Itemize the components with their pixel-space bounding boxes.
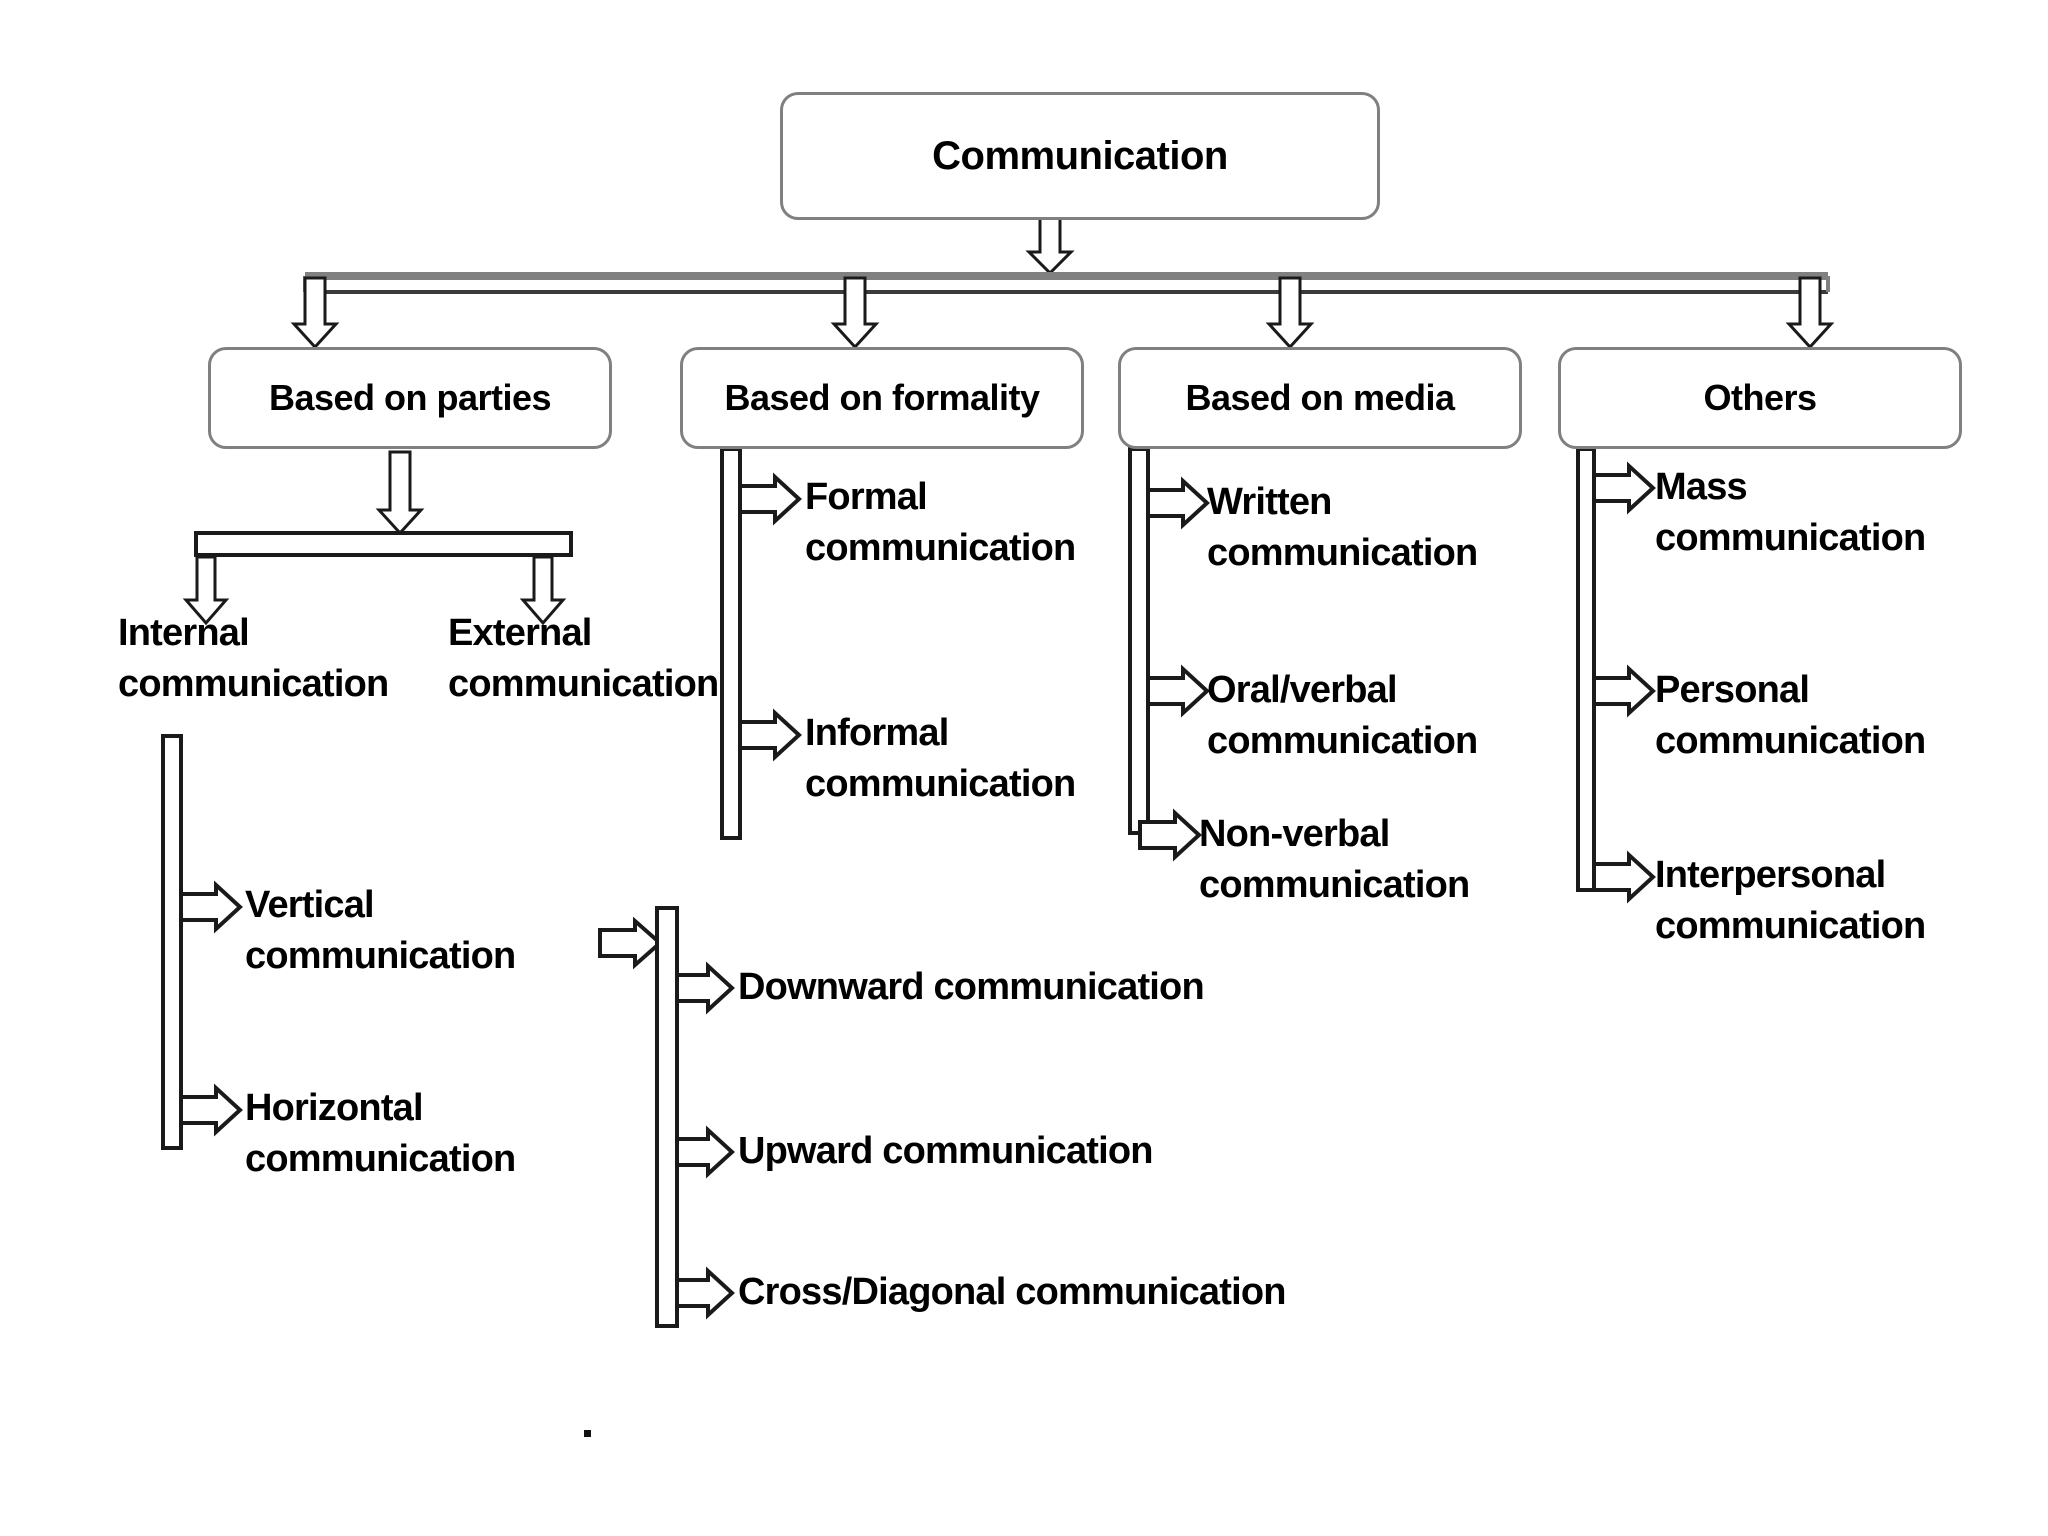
node-based-on-media[interactable]: Based on media — [1118, 347, 1522, 449]
leaf-vertical-communication[interactable]: Vertical communication — [245, 884, 516, 977]
leaf-mass-communication[interactable]: Mass communication — [1655, 466, 1926, 559]
arrow-others-to-mass — [1592, 461, 1656, 515]
leaf-non-verbal-communication[interactable]: Non-verbal communication — [1199, 813, 1470, 906]
node-others[interactable]: Others — [1558, 347, 1962, 449]
arrow-formality-to-informal — [738, 708, 802, 762]
arrow-others-to-interpersonal — [1592, 850, 1656, 904]
distribution-bar — [303, 272, 1830, 294]
arrow-formality-to-formal — [738, 472, 802, 526]
leaf-horizontal-communication[interactable]: Horizontal communication — [245, 1087, 516, 1180]
leaf-written-communication[interactable]: Written communication — [1207, 481, 1478, 574]
arrow-root-to-bar — [1025, 213, 1075, 276]
arrow-bar-to-others — [1785, 276, 1835, 350]
arrow-sub-to-upward — [675, 1125, 735, 1179]
arrow-internal-to-vertical — [179, 880, 243, 934]
spine-vertical-sub — [655, 906, 679, 1328]
leaf-cross-diagonal-communication[interactable]: Cross/Diagonal communication — [738, 1271, 1287, 1313]
arrow-media-to-oral — [1146, 664, 1210, 718]
arrow-vertical-to-subspine — [598, 916, 664, 970]
spine-internal — [161, 734, 183, 1150]
node-based-on-formality[interactable]: Based on formality — [680, 347, 1084, 449]
node-based-on-parties[interactable]: Based on parties — [208, 347, 612, 449]
arrow-media-to-written — [1146, 476, 1210, 530]
arrow-bar-to-formality — [830, 276, 880, 350]
leaf-downward-communication[interactable]: Downward communication — [738, 966, 1205, 1008]
leaf-internal-communication[interactable]: Internal communication — [118, 612, 389, 705]
arrow-parties-to-splitter — [375, 450, 425, 536]
arrow-internal-to-horizontal — [179, 1083, 243, 1137]
leaf-personal-communication[interactable]: Personal communication — [1655, 669, 1926, 762]
node-communication-root[interactable]: Communication — [780, 92, 1380, 220]
leaf-external-communication[interactable]: External communication — [448, 612, 719, 705]
leaf-informal-communication[interactable]: Informal communication — [805, 712, 1076, 805]
footnote-dot — [584, 1430, 591, 1437]
splitter-bar-parties — [194, 531, 573, 557]
spine-others — [1576, 447, 1596, 892]
leaf-interpersonal-communication[interactable]: Interpersonal communication — [1655, 854, 1926, 947]
arrow-others-to-personal — [1592, 664, 1656, 718]
arrow-bar-to-media — [1265, 276, 1315, 350]
arrow-sub-to-downward — [675, 961, 735, 1015]
arrow-media-to-nonverbal — [1138, 808, 1202, 862]
arrow-sub-to-cross — [675, 1266, 735, 1320]
leaf-upward-communication[interactable]: Upward communication — [738, 1130, 1154, 1172]
arrow-bar-to-parties — [290, 276, 340, 350]
leaf-oral-verbal-communication[interactable]: Oral/verbal communication — [1207, 669, 1478, 762]
leaf-formal-communication[interactable]: Formal communication — [805, 476, 1076, 569]
